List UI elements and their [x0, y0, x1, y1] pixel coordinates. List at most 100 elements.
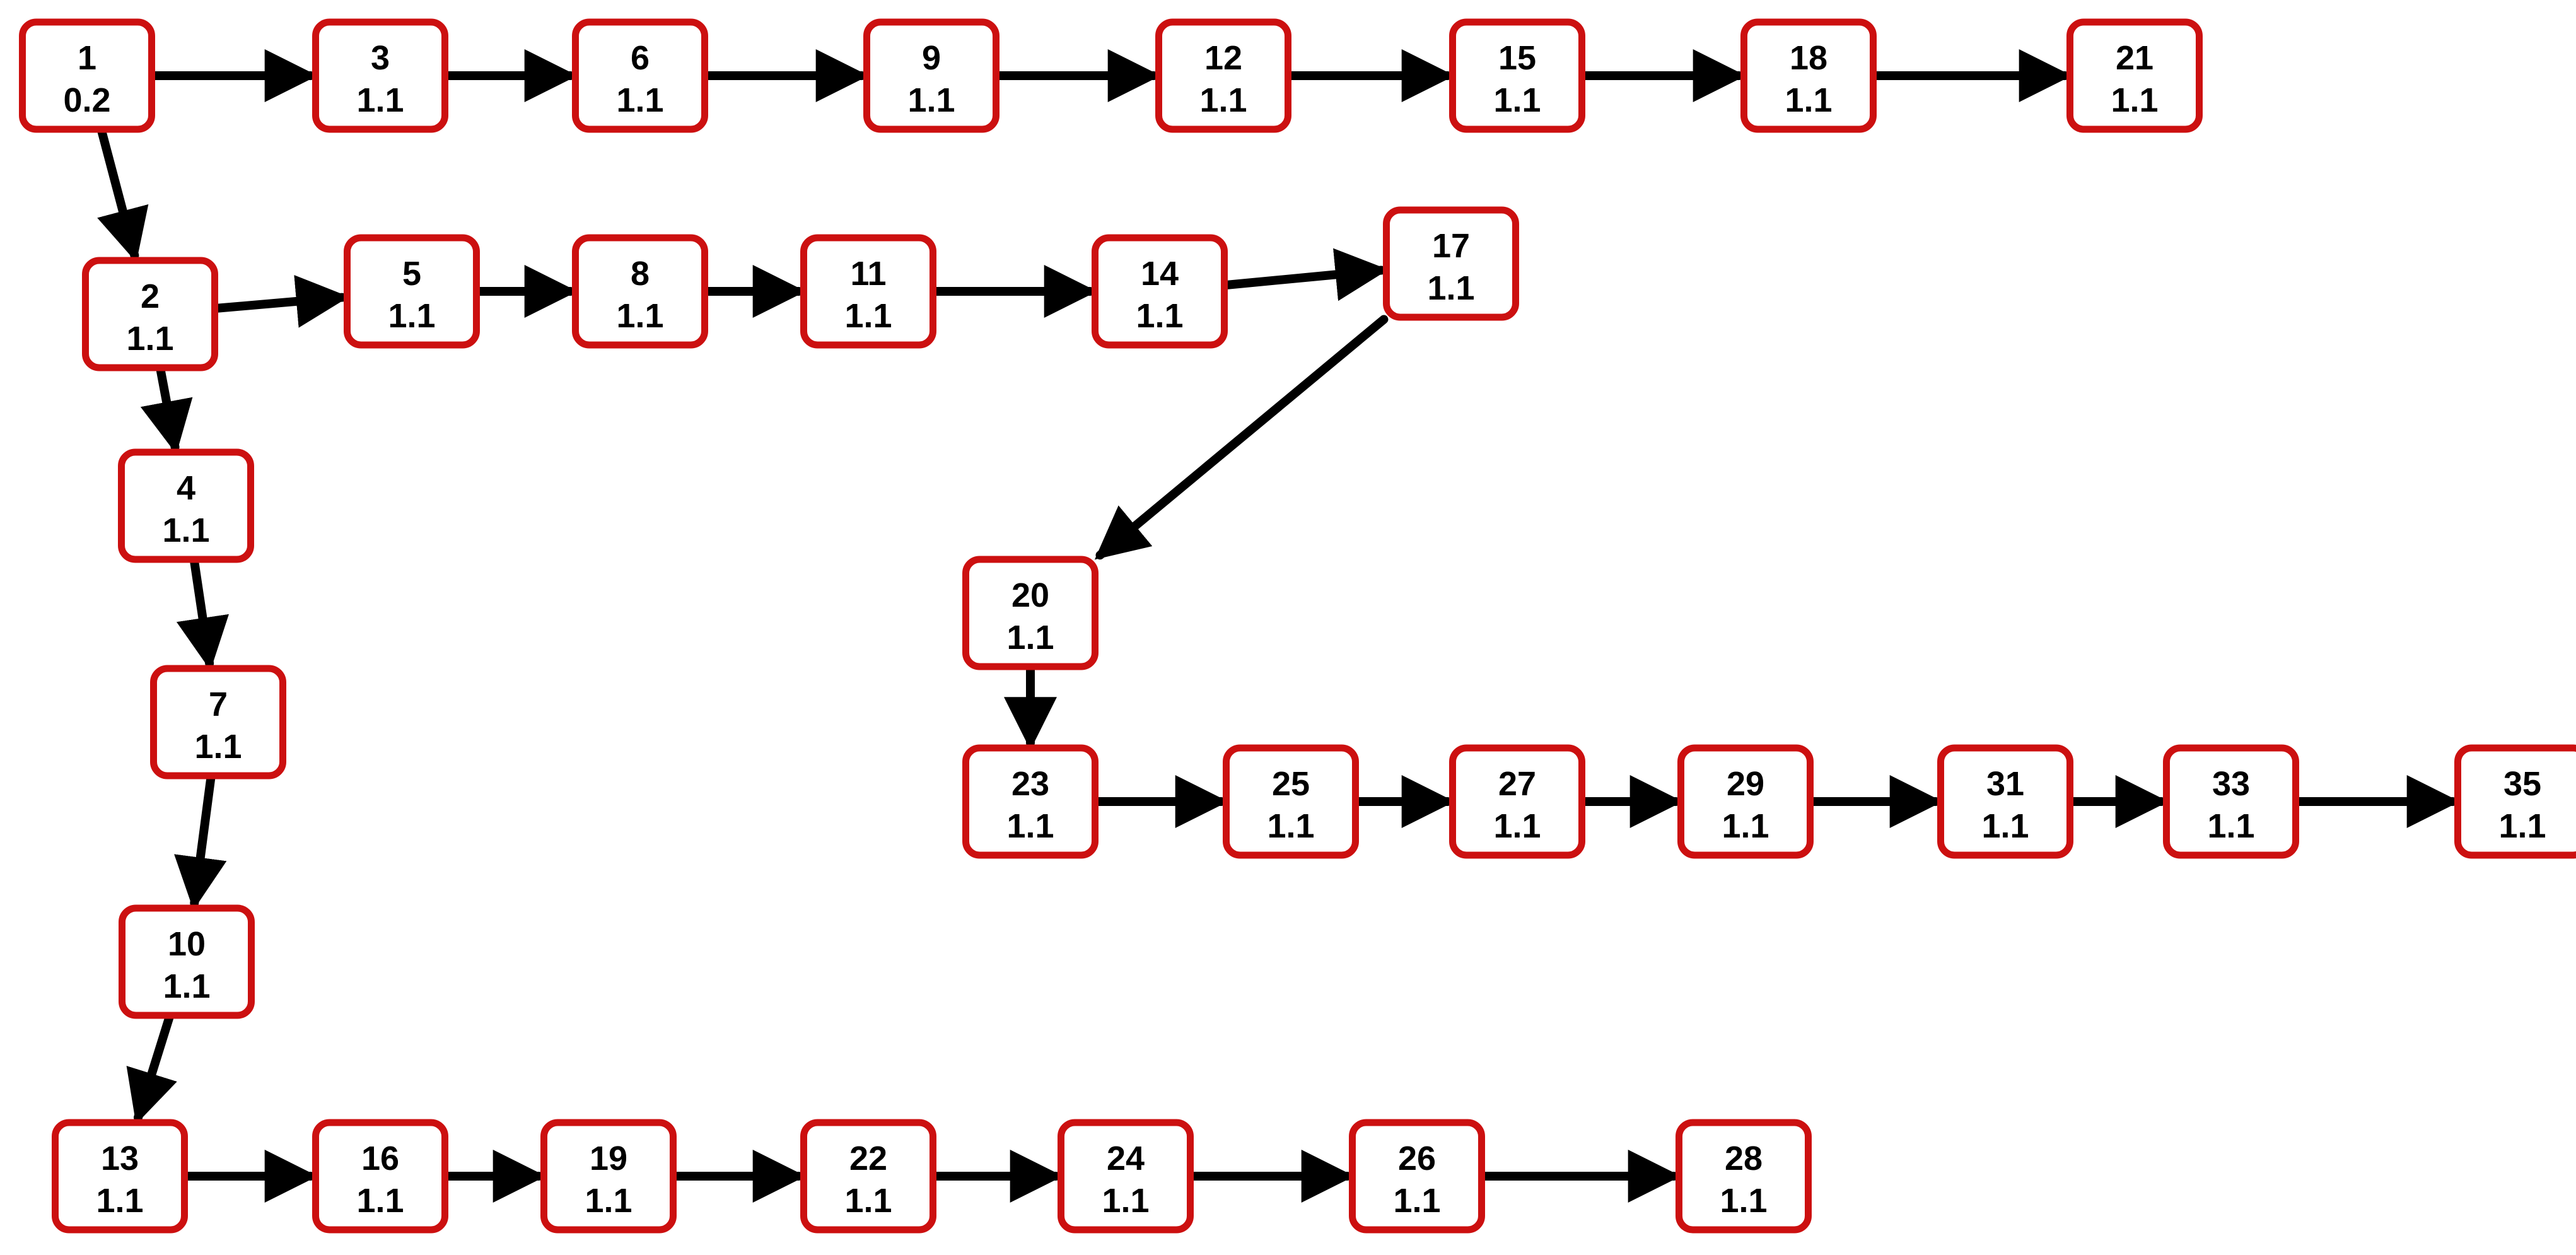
node-19: 191.1	[540, 1119, 677, 1234]
node-value-label: 1.1	[1393, 1182, 1440, 1220]
node-11: 111.1	[800, 234, 936, 349]
node-id-label: 10	[168, 925, 206, 963]
node-box	[1449, 744, 1585, 859]
node-id-label: 13	[101, 1140, 139, 1177]
node-box	[1740, 18, 1877, 133]
node-25: 251.1	[1223, 744, 1359, 859]
node-id-label: 16	[361, 1140, 399, 1177]
node-value-label: 1.1	[1136, 297, 1183, 335]
node-box	[2163, 744, 2299, 859]
node-box	[572, 234, 708, 349]
node-22: 221.1	[800, 1119, 936, 1234]
node-17: 171.1	[1383, 206, 1519, 321]
node-value-label: 1.1	[356, 1182, 404, 1220]
node-id-label: 15	[1498, 39, 1536, 77]
node-26: 261.1	[1349, 1119, 1485, 1234]
node-id-label: 7	[209, 686, 228, 723]
node-id-label: 24	[1107, 1140, 1145, 1177]
node-id-label: 1	[78, 39, 96, 77]
node-27: 271.1	[1449, 744, 1585, 859]
node-value-label: 1.1	[1267, 807, 1314, 845]
node-box	[962, 556, 1099, 670]
node-12: 121.1	[1155, 18, 1291, 133]
node-value-label: 1.1	[1720, 1182, 1767, 1220]
node-box	[52, 1119, 188, 1234]
node-id-label: 21	[2116, 39, 2153, 77]
node-box	[2454, 744, 2576, 859]
node-box	[119, 904, 255, 1019]
node-3: 31.1	[312, 18, 448, 133]
node-15: 151.1	[1449, 18, 1585, 133]
node-id-label: 4	[177, 469, 195, 507]
edge-7-10	[174, 774, 227, 911]
node-value-label: 1.1	[2207, 807, 2254, 845]
node-value-label: 0.2	[63, 81, 110, 119]
node-id-label: 29	[1727, 765, 1764, 803]
node-box	[1058, 1119, 1194, 1234]
node-box	[2066, 18, 2203, 133]
node-13: 131.1	[52, 1119, 188, 1234]
node-id-label: 33	[2212, 765, 2250, 803]
node-box	[118, 448, 254, 563]
node-value-label: 1.1	[162, 511, 209, 549]
node-id-label: 26	[1398, 1140, 1436, 1177]
node-value-label: 1.1	[1493, 807, 1541, 845]
node-id-label: 14	[1141, 255, 1179, 293]
node-9: 91.1	[863, 18, 1000, 133]
node-value-label: 1.1	[388, 297, 435, 335]
node-16: 161.1	[312, 1119, 448, 1234]
node-value-label: 1.1	[844, 1182, 892, 1220]
node-box	[863, 18, 1000, 133]
nodes-layer: 10.221.131.141.151.161.171.181.191.1101.…	[19, 18, 2576, 1234]
node-id-label: 5	[402, 255, 421, 293]
node-box	[1677, 744, 1814, 859]
node-box	[312, 1119, 448, 1234]
node-id-label: 20	[1011, 576, 1049, 614]
node-box	[19, 18, 155, 133]
node-box	[1937, 744, 2073, 859]
node-id-label: 2	[141, 277, 160, 315]
node-value-label: 1.1	[1199, 81, 1247, 119]
node-id-label: 23	[1011, 765, 1049, 803]
node-box	[800, 1119, 936, 1234]
node-box	[572, 18, 708, 133]
node-value-label: 1.1	[1006, 619, 1054, 657]
edge-1-2	[97, 127, 149, 262]
node-id-label: 9	[922, 39, 941, 77]
node-id-label: 19	[590, 1140, 627, 1177]
node-value-label: 1.1	[126, 320, 173, 358]
node-value-label: 1.1	[96, 1182, 143, 1220]
node-id-label: 35	[2503, 765, 2541, 803]
edge-14-17	[1222, 248, 1389, 301]
edge-10-13	[126, 1013, 177, 1124]
node-23: 231.1	[962, 744, 1099, 859]
node-35: 351.1	[2454, 744, 2576, 859]
node-id-label: 11	[850, 255, 886, 293]
edge-2-5	[213, 275, 349, 328]
node-id-label: 31	[1986, 765, 2024, 803]
node-24: 241.1	[1058, 1119, 1194, 1234]
node-id-label: 18	[1790, 39, 1827, 77]
node-4: 41.1	[118, 448, 254, 563]
node-id-label: 3	[371, 39, 390, 77]
node-2: 21.1	[82, 257, 218, 371]
node-box	[150, 665, 286, 779]
node-box	[962, 744, 1099, 859]
node-value-label: 1.1	[1427, 269, 1474, 307]
node-7: 71.1	[150, 665, 286, 779]
edge-4-7	[176, 557, 230, 671]
node-value-label: 1.1	[1006, 807, 1054, 845]
node-value-label: 1.1	[616, 81, 663, 119]
node-value-label: 1.1	[1493, 81, 1541, 119]
node-id-label: 28	[1725, 1140, 1763, 1177]
node-value-label: 1.1	[907, 81, 955, 119]
node-box	[800, 234, 936, 349]
node-value-label: 1.1	[2498, 807, 2546, 845]
node-id-label: 6	[631, 39, 650, 77]
node-31: 311.1	[1937, 744, 2073, 859]
node-18: 181.1	[1740, 18, 1877, 133]
node-box	[1449, 18, 1585, 133]
node-value-label: 1.1	[616, 297, 663, 335]
node-21: 211.1	[2066, 18, 2203, 133]
